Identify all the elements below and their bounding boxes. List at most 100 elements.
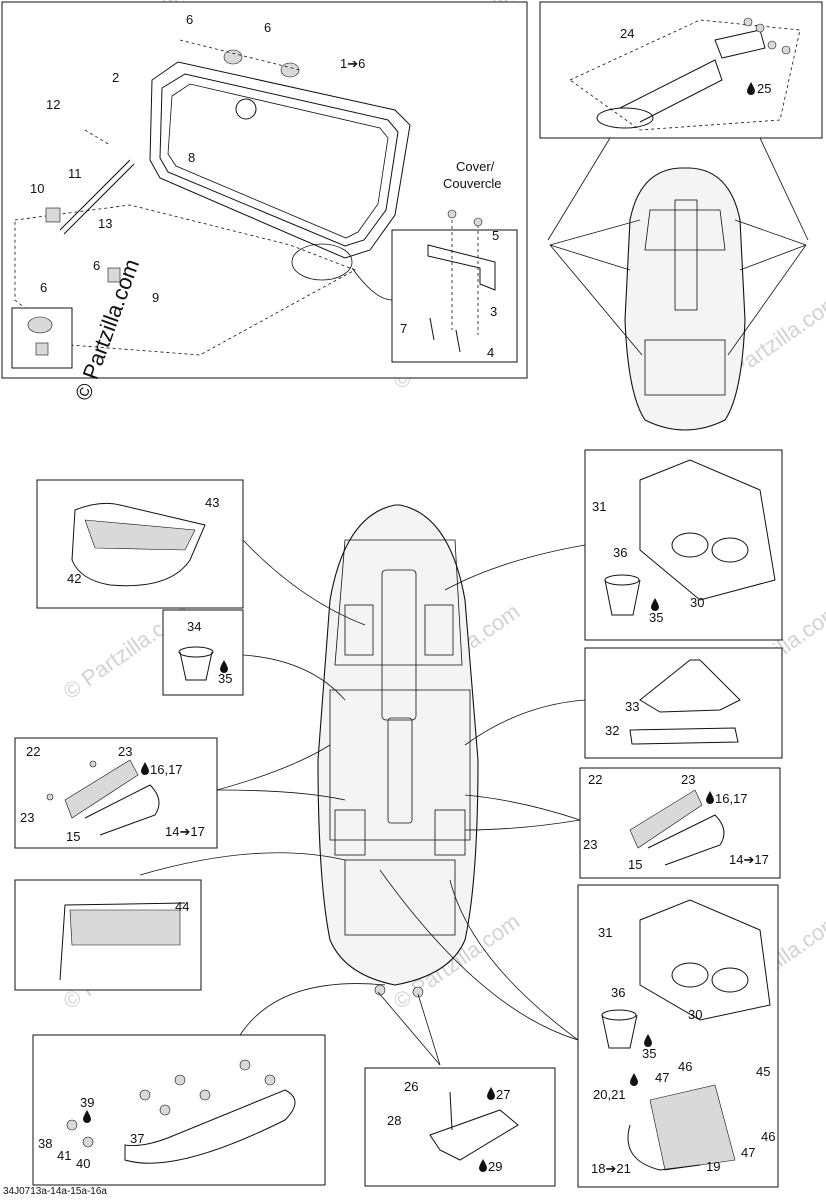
leader-eyelet-left xyxy=(377,991,441,1066)
callout-24: 24 xyxy=(620,26,634,41)
cover-lid-inner xyxy=(159,73,399,247)
arrow-1 xyxy=(549,219,641,246)
callout-28: 28 xyxy=(387,1113,401,1128)
drop-icon-25 xyxy=(747,82,755,95)
handle-left-pad xyxy=(64,759,139,819)
hull-right-storage xyxy=(424,604,454,656)
arrow-2 xyxy=(549,244,631,271)
cup-insert-top xyxy=(604,579,641,616)
callout-42: 42 xyxy=(67,571,81,586)
latch-catch xyxy=(107,267,121,283)
callout-20-21: 20,21 xyxy=(593,1087,626,1102)
gas-strut xyxy=(59,159,131,231)
hinge-detail-box xyxy=(391,229,518,363)
bumper-bar xyxy=(124,1089,296,1164)
hull-cockpit xyxy=(329,689,471,841)
hull-seat-area xyxy=(334,539,463,666)
callout-16-17a: 16,17 xyxy=(150,762,183,777)
detail-handle-left xyxy=(14,737,218,849)
callout-23b: 23 xyxy=(20,810,34,825)
leader-34 xyxy=(242,654,346,701)
base-plate xyxy=(639,659,741,713)
callout-35a: 35 xyxy=(218,671,232,686)
hull-center-tray xyxy=(387,717,413,824)
cup-hole-b xyxy=(711,537,749,563)
hull-left-bin xyxy=(334,809,366,856)
callout-44: 44 xyxy=(175,899,189,914)
hinge-rivet xyxy=(429,317,435,341)
callout-9: 9 xyxy=(152,290,159,305)
wall-pad-edge xyxy=(59,902,186,981)
cover-label-1: Cover/ xyxy=(456,159,495,174)
nut-b xyxy=(755,23,765,33)
cup-hole-d xyxy=(711,967,749,993)
cover-lid-rim xyxy=(167,83,389,239)
bumper-nut-4 xyxy=(199,1089,211,1101)
drop-icon-35a xyxy=(220,660,228,673)
drop-icon-16-17b xyxy=(706,791,714,804)
detail-33-32 xyxy=(584,647,783,759)
handle-hull-outline xyxy=(569,19,801,131)
arrow-3 xyxy=(549,244,643,356)
callout-47b: 47 xyxy=(741,1145,755,1160)
drop-icon-35c xyxy=(644,1034,652,1047)
latch-knob xyxy=(223,49,243,65)
leader-lines xyxy=(139,539,586,1066)
callout-13: 13 xyxy=(98,216,112,231)
callout-6b: 6 xyxy=(264,20,271,35)
leader-handle-right xyxy=(464,794,581,821)
washer-left-a xyxy=(89,760,97,768)
leader-44 xyxy=(139,852,346,876)
bumper-nut-1 xyxy=(139,1089,151,1101)
leader-b xyxy=(759,137,809,241)
hull-footwell xyxy=(344,859,456,936)
rear-handle-pad xyxy=(649,1084,736,1171)
detail-handle-right xyxy=(579,767,781,879)
latch-inset-catch xyxy=(35,342,49,356)
deck-outline xyxy=(14,204,356,356)
callout-6a: 6 xyxy=(186,12,193,27)
hinge-washer-2 xyxy=(473,217,483,227)
leader-cup-bottom-2 xyxy=(379,869,579,1041)
callout-15a: 15 xyxy=(66,829,80,844)
handle-right-pad xyxy=(629,789,703,849)
callout-14-17b: 14➔17 xyxy=(729,852,769,867)
detail-cup-bottom xyxy=(577,884,779,1188)
callout-6c: 6 xyxy=(93,258,100,273)
washer-left-b xyxy=(46,793,54,801)
hull-eyelet-left xyxy=(374,984,386,996)
callout-41: 41 xyxy=(57,1148,71,1163)
hinge-zoom-link xyxy=(351,267,393,301)
leader-43 xyxy=(242,539,366,626)
callout-36a: 36 xyxy=(613,545,627,560)
hinge-zoom-circle xyxy=(291,243,353,281)
callout-1-6: 1➔6 xyxy=(340,56,365,71)
hinge-washer xyxy=(447,209,457,219)
detail-bumper xyxy=(32,1034,326,1186)
callout-31a: 31 xyxy=(592,499,606,514)
callout-5: 5 xyxy=(492,228,499,243)
arrow-4 xyxy=(734,219,807,246)
callout-33: 33 xyxy=(625,699,639,714)
leader-bumper xyxy=(239,983,386,1036)
callout-31b: 31 xyxy=(598,925,612,940)
callout-6d: 6 xyxy=(40,280,47,295)
wall-pad xyxy=(69,909,181,946)
arrow-6 xyxy=(727,244,807,356)
callout-15b: 15 xyxy=(628,857,642,872)
callout-14-17a: 14➔17 xyxy=(165,824,205,839)
leader-handle-right-2 xyxy=(464,819,581,831)
drop-icon-27 xyxy=(487,1087,495,1100)
callout-10: 10 xyxy=(30,181,44,196)
cup-hole-a xyxy=(671,532,709,558)
leader-a xyxy=(547,137,611,241)
callout-43: 43 xyxy=(205,495,219,510)
callout-37: 37 xyxy=(130,1131,144,1146)
latch-knob-2 xyxy=(280,62,300,78)
leader-33 xyxy=(464,699,586,746)
callout-4: 4 xyxy=(487,345,494,360)
drop-icon-29 xyxy=(479,1159,487,1172)
cup-holder-bottom-frame xyxy=(639,899,771,1021)
bumper-nut-5 xyxy=(239,1059,251,1071)
latch-inset-knob xyxy=(27,316,53,334)
